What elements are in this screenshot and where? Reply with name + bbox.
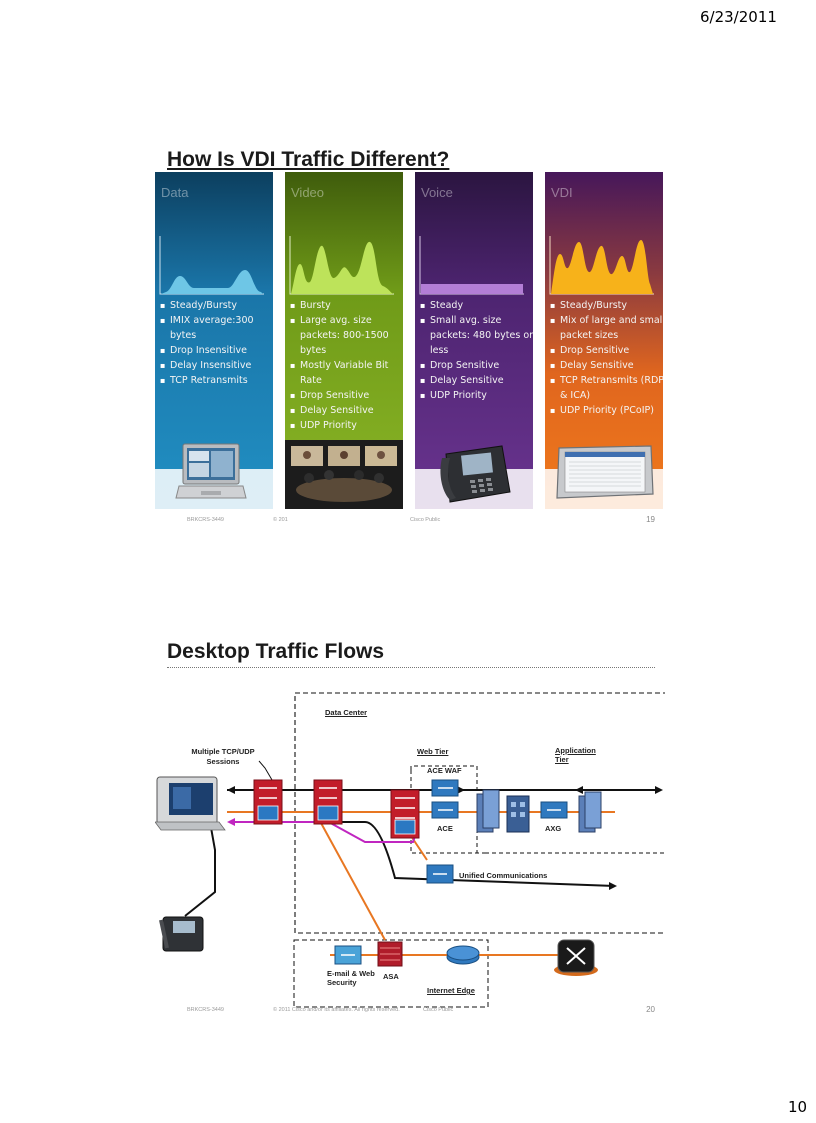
bullet: Bursty — [290, 298, 403, 313]
label-ace-waf: ACE WAF — [427, 766, 462, 775]
label-internet-edge: Internet Edge — [427, 986, 475, 995]
slide-footer-code: BRKCRS-3449 — [187, 517, 224, 523]
column-label: Voice — [421, 185, 453, 200]
slide-footer-code: BRKCRS-3449 — [187, 1007, 224, 1013]
bullet: Drop Sensitive — [290, 388, 403, 403]
traffic-graph-video — [289, 236, 394, 295]
bullet: Delay Insensitive — [160, 358, 273, 373]
router-icon — [446, 945, 480, 965]
unified-communications-icon — [426, 864, 454, 884]
column-label: Video — [291, 185, 325, 200]
slide-title: How Is VDI Traffic Different? — [167, 148, 450, 171]
column-vdi: VDI Steady/Bursty Mix of large and small… — [545, 172, 663, 509]
column-voice: Voice Steady Small avg. size packets: 48… — [415, 172, 533, 509]
column-data: Data Steady/Bursty IMIX average:300 byte… — [155, 172, 273, 509]
bullet: IMIX average:300 bytes — [160, 313, 273, 343]
title-divider — [167, 667, 655, 668]
slide-footer-classification: Cisco Public — [410, 517, 441, 523]
label-web-tier: Web Tier — [417, 747, 449, 756]
bullet: Drop Insensitive — [160, 343, 273, 358]
page-date: 6/23/2011 — [700, 8, 777, 26]
bullet: Delay Sensitive — [290, 403, 403, 418]
slide-footer-copyright: © 201 — [273, 517, 288, 523]
bullet: TCP Retransmits (RDP & ICA) — [550, 373, 663, 403]
ip-phone-image — [440, 445, 511, 503]
ip-phone-icon — [159, 916, 204, 952]
slide-number: 19 — [646, 515, 655, 524]
slide-desktop-traffic-flows: Desktop Traffic Flows — [155, 630, 665, 1015]
internet-icon — [554, 939, 598, 976]
label-data-center: Data Center — [325, 708, 368, 717]
laptop-image — [175, 443, 247, 499]
bullet: UDP Priority (PCoIP) — [550, 403, 663, 418]
bullet: Drop Sensitive — [420, 358, 533, 373]
bullet-list: Steady/Bursty IMIX average:300 bytes Dro… — [158, 298, 273, 388]
network-diagram — [155, 692, 665, 1008]
slide-footer-copyright: © 2011 Cisco and/or its affiliates. All … — [273, 1007, 400, 1013]
bullet-list: Steady/Bursty Mix of large and small pac… — [548, 298, 663, 418]
switch-icon — [313, 779, 343, 825]
internet-edge-box — [293, 939, 489, 1008]
traffic-graph-voice — [419, 236, 524, 295]
traffic-graph-data — [159, 236, 264, 295]
bullet: UDP Priority — [290, 418, 403, 433]
app-server-icon — [506, 795, 530, 833]
core-switch-icon — [390, 789, 420, 839]
column-video: Video Bursty Large avg. size packets: 80… — [285, 172, 403, 509]
label-ace: ACE — [437, 824, 453, 833]
bullet: Delay Sensitive — [550, 358, 663, 373]
ace-icon — [431, 801, 459, 819]
database-server-icon — [578, 791, 602, 833]
bullet: Steady/Bursty — [550, 298, 663, 313]
label-multiple-sessions: Multiple TCP/UDP Sessions — [191, 747, 255, 766]
flow-line-phone — [184, 821, 216, 917]
page-number: 10 — [788, 1098, 808, 1116]
switch-icon — [253, 779, 283, 825]
video-conference-image — [285, 440, 403, 509]
column-label: Data — [161, 185, 189, 200]
slide-title: Desktop Traffic Flows — [167, 640, 385, 663]
bullet: Steady — [420, 298, 533, 313]
column-label: VDI — [551, 185, 573, 200]
bullet: Steady/Bursty — [160, 298, 273, 313]
label-unified-communications: Unified Communications — [459, 871, 548, 880]
bullet: Small avg. size packets: 480 bytes or le… — [420, 313, 533, 358]
bullet: Drop Sensitive — [550, 343, 663, 358]
slide-number: 20 — [646, 1005, 655, 1014]
bullet: Delay Sensitive — [420, 373, 533, 388]
asa-firewall-icon — [377, 941, 403, 967]
label-asa: ASA — [383, 972, 399, 981]
axg-icon — [540, 801, 568, 819]
email-web-security-icon — [334, 945, 362, 965]
traffic-graph-vdi — [549, 236, 654, 295]
bullet: Large avg. size packets: 800-1500 bytes — [290, 313, 403, 358]
slide-vdi-traffic: How Is VDI Traffic Different? Data Stead… — [155, 145, 665, 527]
label-axg: AXG — [545, 824, 562, 833]
flow-line-uc — [320, 821, 616, 887]
label-application-tier: Application Tier — [555, 746, 596, 764]
desktop-computer-icon — [155, 776, 226, 831]
bullet: TCP Retransmits — [160, 373, 273, 388]
web-server-icon — [476, 789, 500, 833]
thin-client-tablet-image — [556, 445, 654, 499]
bullet: UDP Priority — [420, 388, 533, 403]
bullet: Mostly Variable Bit Rate — [290, 358, 403, 388]
bullet-list: Bursty Large avg. size packets: 800-1500… — [288, 298, 403, 433]
ace-waf-icon — [431, 779, 459, 797]
label-email-web-security: E-mail & Web Security — [327, 969, 375, 987]
bullet-list: Steady Small avg. size packets: 480 byte… — [418, 298, 533, 403]
bullet: Mix of large and small packet sizes — [550, 313, 663, 343]
slide-footer-classification: Cisco Public — [423, 1007, 454, 1013]
